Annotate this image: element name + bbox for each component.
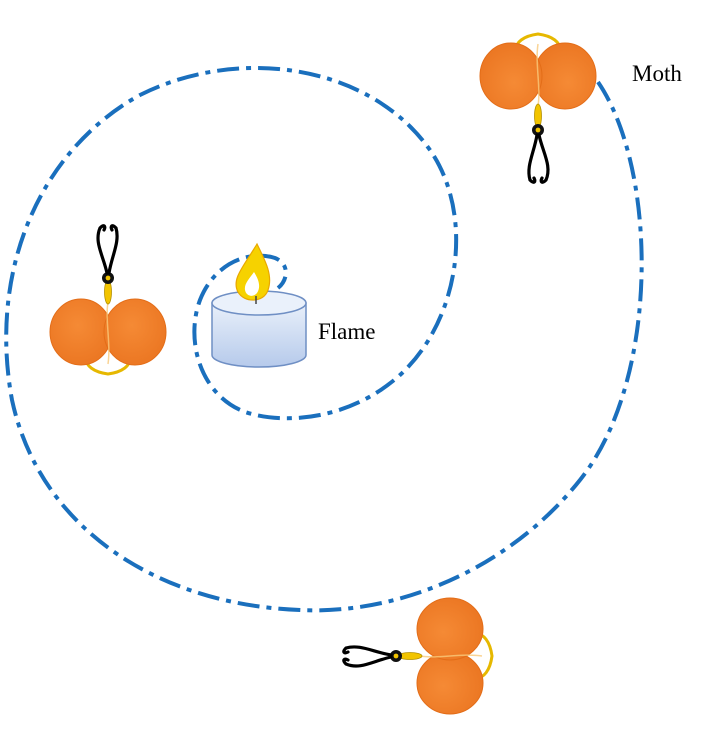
- candle-icon: [211, 290, 307, 368]
- moth-icon: [48, 224, 168, 376]
- moth-icon: [478, 32, 598, 184]
- spiral-path: [4, 65, 644, 613]
- flame-label: Flame: [318, 319, 376, 344]
- moth-label: Moth: [632, 61, 682, 86]
- moth-icon: [342, 596, 494, 716]
- flame-icon: [235, 242, 271, 304]
